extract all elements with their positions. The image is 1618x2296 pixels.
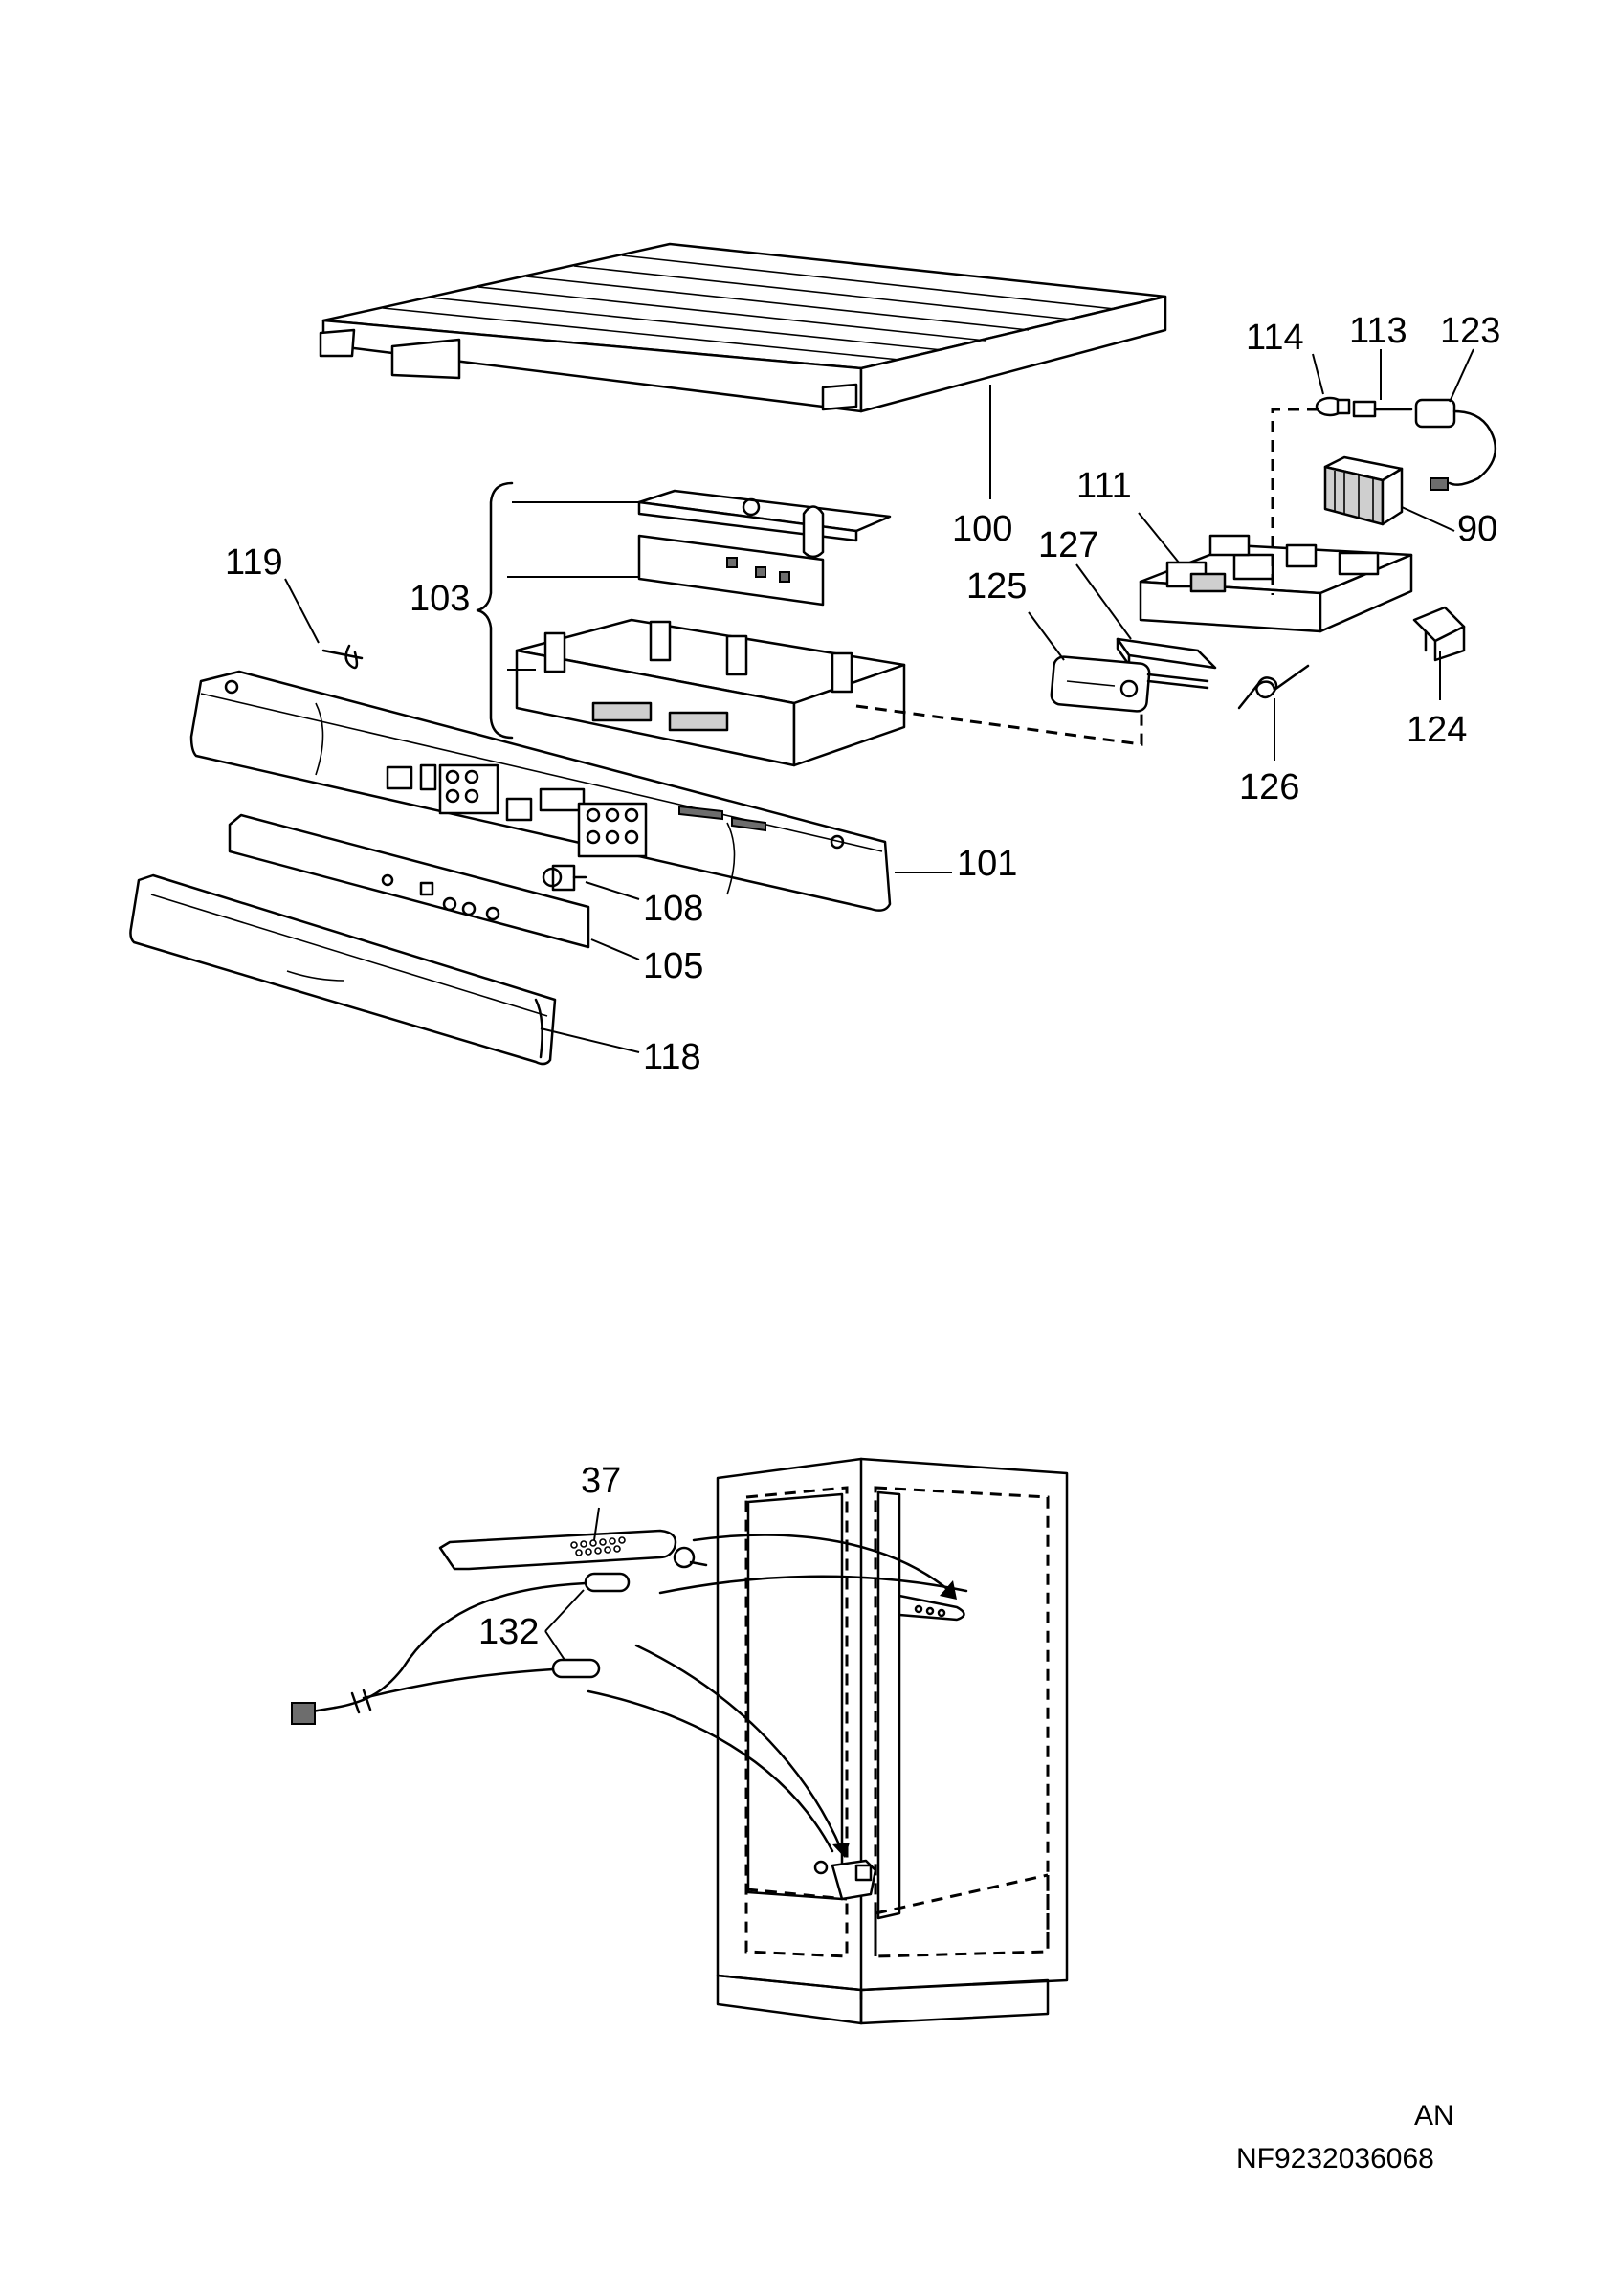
control-board-part-103 — [515, 489, 906, 767]
spring-part-126 — [1237, 664, 1310, 710]
hinge-part-124 — [1412, 606, 1466, 662]
assembly-arrow-bracket — [692, 1534, 957, 1600]
sensor-bracket-part-37 — [438, 1529, 677, 1571]
label-111: 111 — [1076, 466, 1132, 506]
assembly-arrow-sensor-top — [658, 1575, 968, 1595]
label-100: 100 — [952, 509, 1012, 549]
lamp-housing-part-111 — [1139, 534, 1413, 633]
spring-part-119 — [321, 644, 364, 670]
sensor-holder-top — [898, 1594, 965, 1622]
label-119: 119 — [225, 542, 283, 583]
label-101: 101 — [957, 844, 1017, 884]
shelf-part-100 — [319, 242, 1167, 413]
transformer-part-90 — [1323, 455, 1404, 526]
socket-part-113 — [1352, 400, 1413, 418]
label-113: 113 — [1349, 311, 1407, 351]
connector-part-123 — [1414, 398, 1497, 491]
label-108: 108 — [643, 889, 703, 929]
label-105: 105 — [643, 946, 703, 986]
label-118: 118 — [643, 1037, 701, 1077]
label-37: 37 — [581, 1461, 621, 1501]
screw — [673, 1546, 708, 1569]
assembly-arrow-sensor-1 — [634, 1644, 850, 1858]
switch-part-125 — [1050, 655, 1209, 713]
label-114: 114 — [1246, 318, 1304, 358]
label-132: 132 — [478, 1612, 539, 1652]
cabinet-outline — [716, 1457, 1069, 2025]
variant-code: AN — [1414, 2100, 1454, 2131]
label-127: 127 — [1038, 525, 1098, 565]
button-grid-left — [438, 763, 499, 815]
control-panel-part-101 — [189, 670, 892, 912]
sensor-holder-bottom — [813, 1859, 877, 1901]
bulb-part-114 — [1315, 396, 1351, 417]
sensor-cable-part-132 — [291, 1572, 631, 1725]
label-125: 125 — [966, 566, 1027, 607]
button-grid-right — [577, 802, 648, 858]
label-103: 103 — [410, 579, 470, 619]
lamp-cover-part-127 — [1116, 637, 1217, 670]
label-90: 90 — [1457, 509, 1497, 549]
assembly-arrow-sensor-2 — [587, 1689, 834, 1853]
label-126: 126 — [1239, 767, 1299, 807]
door-trim-part-118 — [129, 873, 557, 1066]
label-124: 124 — [1407, 710, 1467, 750]
label-123: 123 — [1440, 311, 1500, 351]
fascia-part-105 — [228, 813, 590, 949]
knob-part-108 — [542, 864, 587, 892]
drawing-number: NF9232036068 — [1236, 2143, 1434, 2175]
